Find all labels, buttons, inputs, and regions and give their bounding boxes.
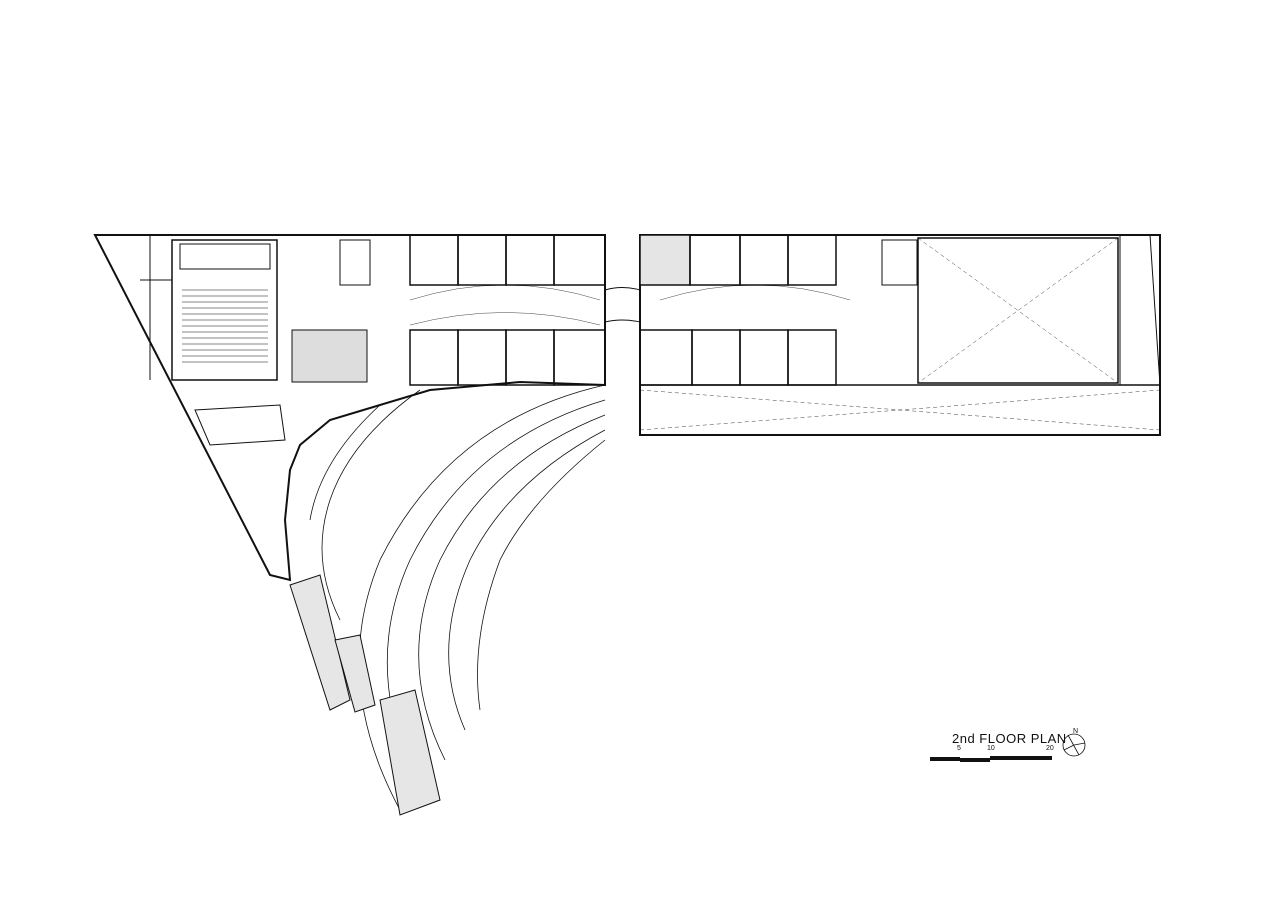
scale-tick: 20 bbox=[1046, 745, 1054, 752]
right-wing-outline bbox=[639, 234, 1161, 436]
auditorium-seating bbox=[182, 289, 268, 363]
classrooms-north-right bbox=[639, 234, 837, 286]
scale-tick: 10 bbox=[987, 745, 995, 752]
classrooms-south-right bbox=[639, 329, 837, 386]
classrooms-south-left bbox=[409, 329, 606, 386]
north-arrow-icon bbox=[1062, 733, 1086, 757]
classrooms-north-left bbox=[409, 234, 606, 286]
auditorium bbox=[171, 239, 278, 381]
ramp bbox=[379, 689, 441, 816]
scale-tick: 5 bbox=[957, 745, 961, 752]
bridge bbox=[604, 287, 641, 323]
north-label: N bbox=[1073, 728, 1079, 735]
open-well bbox=[917, 237, 1119, 384]
curved-canopy bbox=[309, 384, 606, 811]
toilet-block bbox=[291, 329, 368, 383]
stair bbox=[339, 239, 371, 286]
drawing-title: 2nd FLOOR PLAN bbox=[952, 731, 1067, 746]
scale-bar bbox=[930, 756, 1052, 762]
